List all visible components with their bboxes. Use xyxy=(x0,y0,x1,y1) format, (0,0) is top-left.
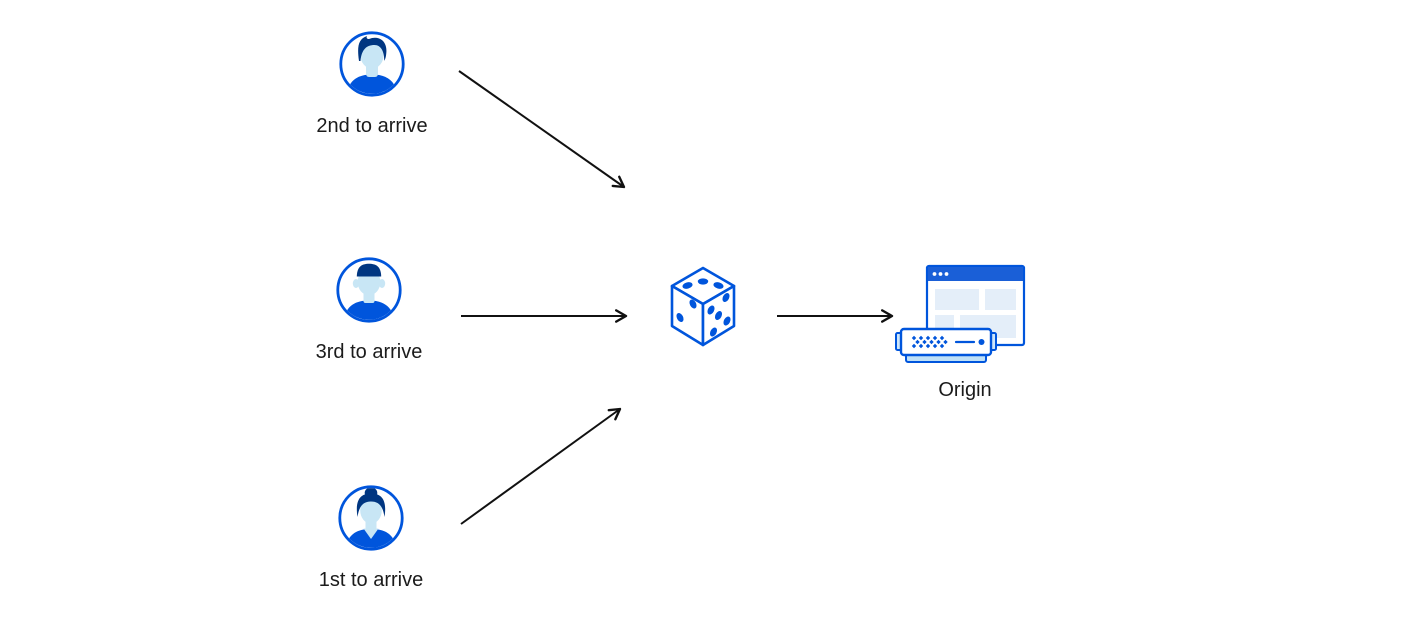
client-node-2nd: 2nd to arrive xyxy=(292,31,452,136)
origin-label: Origin xyxy=(938,379,992,401)
client-node-1st: 1st to arrive xyxy=(291,485,451,590)
load-balancer-node xyxy=(667,264,739,350)
client-node-3rd: 3rd to arrive xyxy=(289,257,449,362)
person-avatar-female-bun-icon xyxy=(338,485,404,551)
person-avatar-male-flattop-icon xyxy=(336,257,402,323)
client-label-1st: 1st to arrive xyxy=(318,569,424,591)
arrow-client-2nd-to-dice xyxy=(458,70,626,189)
origin-node xyxy=(893,262,1028,364)
arrow-client-1st-to-dice xyxy=(460,407,622,525)
client-label-3rd: 3rd to arrive xyxy=(315,341,423,363)
client-label-2nd: 2nd to arrive xyxy=(316,115,428,137)
dice-icon xyxy=(670,266,736,347)
person-avatar-male-swept-hair-icon xyxy=(339,31,405,97)
origin-server-browser-icon xyxy=(895,264,1026,363)
